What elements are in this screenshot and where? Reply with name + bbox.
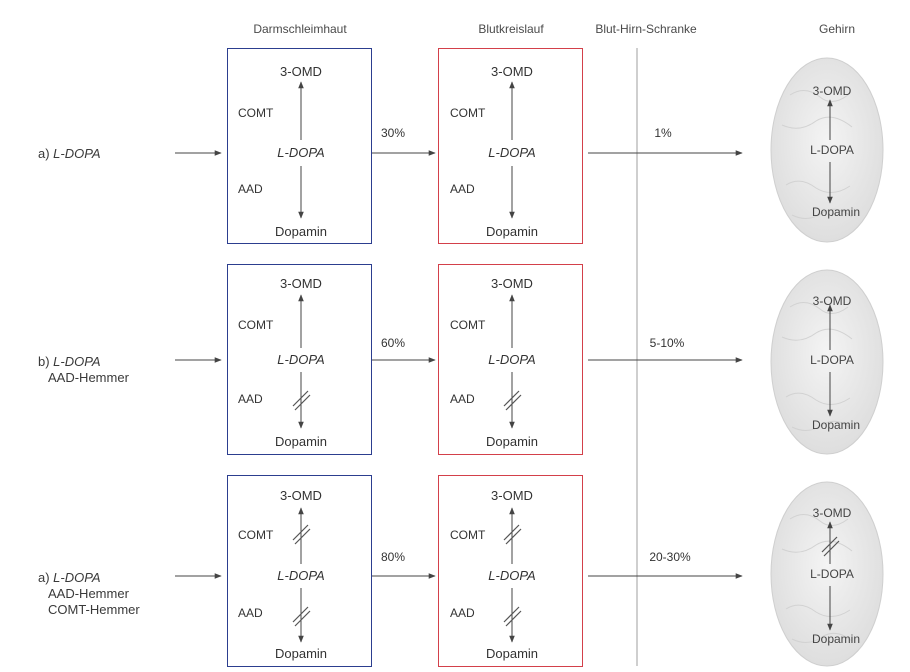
aad-inhibition-marks (292, 390, 522, 627)
row1-blood-dopamin: Dopamin (485, 224, 539, 239)
row3-label-extra-1: AAD-Hemmer (48, 586, 129, 601)
row1-blood-box (438, 48, 583, 244)
header-bbb: Blut-Hirn-Schranke (595, 22, 697, 36)
row1-gut-aad: AAD (238, 182, 263, 196)
row3-blood-aad: AAD (450, 606, 475, 620)
row3-blood-3omd: 3-OMD (491, 488, 533, 503)
row3-blood-comt: COMT (450, 528, 486, 542)
row2-label: b) L-DOPA AAD-Hemmer (38, 354, 129, 386)
row3-blood-ldopa: L-DOPA (488, 568, 536, 583)
row1-label-drug: L-DOPA (53, 146, 101, 161)
row3-label-extra-2: COMT-Hemmer (48, 602, 140, 617)
brain-illustrations (770, 57, 884, 667)
row1-blood-ldopa: L-DOPA (488, 145, 536, 160)
row1-brain-3omd: 3-OMD (812, 84, 852, 98)
row3-label-drug: L-DOPA (53, 570, 101, 585)
row2-gut-comt: COMT (238, 318, 274, 332)
row3-gut-box (227, 475, 372, 667)
row3-blood-box (438, 475, 583, 667)
row3-label: a) L-DOPA AAD-Hemmer COMT-Hemmer (38, 570, 140, 618)
row2-blood-aad: AAD (450, 392, 475, 406)
row3-gut-ldopa: L-DOPA (277, 568, 325, 583)
row3-blood-brain-percent: 20-30% (649, 550, 691, 564)
row1-brain-ldopa: L-DOPA (810, 143, 854, 157)
row2-gut-3omd: 3-OMD (280, 276, 322, 291)
header-blood: Blutkreislauf (478, 22, 544, 36)
header-brain: Gehirn (818, 22, 856, 36)
row2-brain-3omd: 3-OMD (812, 294, 852, 308)
row3-brain-ldopa: L-DOPA (810, 567, 854, 581)
row2-gut-aad: AAD (238, 392, 263, 406)
row3-brain-3omd: 3-OMD (812, 506, 852, 520)
header-gut: Darmschleimhaut (253, 22, 347, 36)
row3-blood-dopamin: Dopamin (485, 646, 539, 661)
row2-gut-dopamin: Dopamin (274, 434, 328, 449)
row2-label-prefix: b) (38, 354, 54, 369)
row2-gut-box (227, 264, 372, 455)
row2-blood-3omd: 3-OMD (491, 276, 533, 291)
row1-blood-3omd: 3-OMD (491, 64, 533, 79)
row3-label-prefix: a) (38, 570, 54, 585)
row2-blood-ldopa: L-DOPA (488, 352, 536, 367)
row1-gut-box (227, 48, 372, 244)
row3-gut-comt: COMT (238, 528, 274, 542)
row1-label-prefix: a) (38, 146, 54, 161)
row2-brain-dopamin: Dopamin (811, 418, 861, 432)
row3-gut-3omd: 3-OMD (280, 488, 322, 503)
row1-gut-dopamin: Dopamin (274, 224, 328, 239)
row1-blood-brain-percent: 1% (654, 126, 672, 140)
row1-brain-dopamin: Dopamin (811, 205, 861, 219)
row2-brain-ldopa: L-DOPA (810, 353, 854, 367)
row2-label-extra: AAD-Hemmer (48, 370, 129, 385)
row2-blood-comt: COMT (450, 318, 486, 332)
row2-gut-ldopa: L-DOPA (277, 352, 325, 367)
row1-blood-comt: COMT (450, 106, 486, 120)
row3-gut-dopamin: Dopamin (274, 646, 328, 661)
row1-gut-comt: COMT (238, 106, 274, 120)
blood-brain-barrier-line (636, 48, 638, 666)
row2-gut-blood-percent: 60% (380, 336, 406, 350)
row1-blood-aad: AAD (450, 182, 475, 196)
row2-label-drug: L-DOPA (53, 354, 101, 369)
row2-blood-dopamin: Dopamin (485, 434, 539, 449)
row1-label: a) L-DOPA (38, 146, 101, 162)
row1-gut-blood-percent: 30% (380, 126, 406, 140)
row1-gut-3omd: 3-OMD (280, 64, 322, 79)
row3-gut-blood-percent: 80% (380, 550, 406, 564)
row3-brain-dopamin: Dopamin (811, 632, 861, 646)
comt-inhibition-marks (292, 524, 522, 545)
row2-blood-brain-percent: 5-10% (649, 336, 685, 350)
row3-gut-aad: AAD (238, 606, 263, 620)
row1-gut-ldopa: L-DOPA (277, 145, 325, 160)
row2-blood-box (438, 264, 583, 455)
